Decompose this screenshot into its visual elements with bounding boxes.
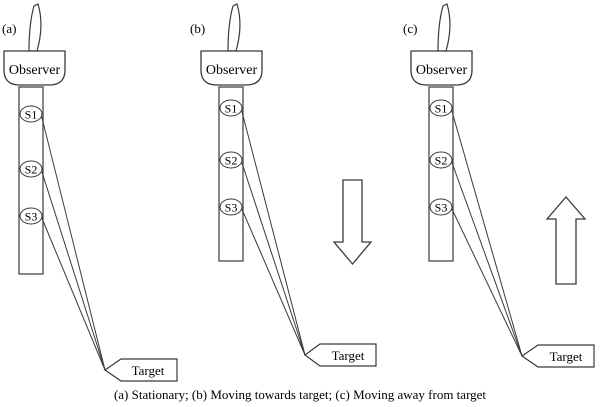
arrow-up-icon	[545, 196, 587, 285]
sensor-s3	[219, 198, 243, 216]
figure-caption: (a) Stationary; (b) Moving towards targe…	[114, 387, 486, 402]
sensor-s2	[429, 151, 453, 169]
sensor-s1	[429, 99, 453, 117]
sensor-label-s1: S1	[225, 102, 238, 116]
beam-s1	[240, 107, 306, 356]
observer-label-b: Observer	[206, 63, 258, 78]
panel-tag-a: (a)	[2, 21, 16, 36]
arrow-down-icon	[332, 179, 373, 266]
sensor-label-s2: S2	[435, 154, 448, 168]
beam-s1	[40, 113, 106, 371]
sensor-label-s1: S1	[25, 108, 38, 122]
mast-icon	[437, 3, 451, 52]
panel-tag-c: (c)	[403, 21, 417, 36]
sensor-label-s3: S3	[435, 201, 448, 215]
beam-s3	[40, 215, 106, 371]
sensor-rod	[218, 86, 244, 262]
sensor-label-s1: S1	[435, 102, 448, 116]
beam-s2	[240, 159, 306, 356]
target-marker	[520, 344, 595, 368]
beam-s3	[450, 206, 523, 357]
mast-icon	[227, 3, 241, 52]
target-label-b: Target	[332, 348, 365, 363]
panel-c: (c) Observer S1 S2 S3 Target	[403, 3, 595, 368]
observer-dome	[410, 50, 473, 86]
target-label-c: Target	[550, 349, 583, 364]
observer-dome	[3, 50, 66, 86]
sensor-s1	[19, 105, 43, 123]
target-label-a: Target	[132, 363, 165, 378]
sensor-label-s2: S2	[225, 154, 238, 168]
beam-s1	[450, 107, 523, 357]
panel-tag-b: (b)	[190, 21, 205, 36]
observer-label-a: Observer	[9, 63, 61, 78]
observer-dome	[200, 50, 263, 86]
beam-s3	[240, 206, 306, 356]
observer-label-c: Observer	[416, 63, 468, 78]
sensor-label-s3: S3	[25, 210, 38, 224]
sensor-label-s3: S3	[225, 201, 238, 215]
target-marker	[303, 343, 377, 367]
sensor-s2	[19, 160, 43, 178]
sensor-s3	[19, 207, 43, 225]
target-marker	[103, 358, 178, 382]
sensor-s2	[219, 151, 243, 169]
sensor-label-s2: S2	[25, 163, 38, 177]
panel-a: (a) Observer S1 S2 S3 Target	[2, 3, 178, 382]
beam-s2	[450, 159, 523, 357]
beam-s2	[40, 168, 106, 371]
sensor-s3	[429, 198, 453, 216]
mast-icon	[28, 3, 42, 52]
sensor-s1	[219, 99, 243, 117]
panel-b: (b) Observer S1 S2 S3 Target	[190, 3, 377, 367]
